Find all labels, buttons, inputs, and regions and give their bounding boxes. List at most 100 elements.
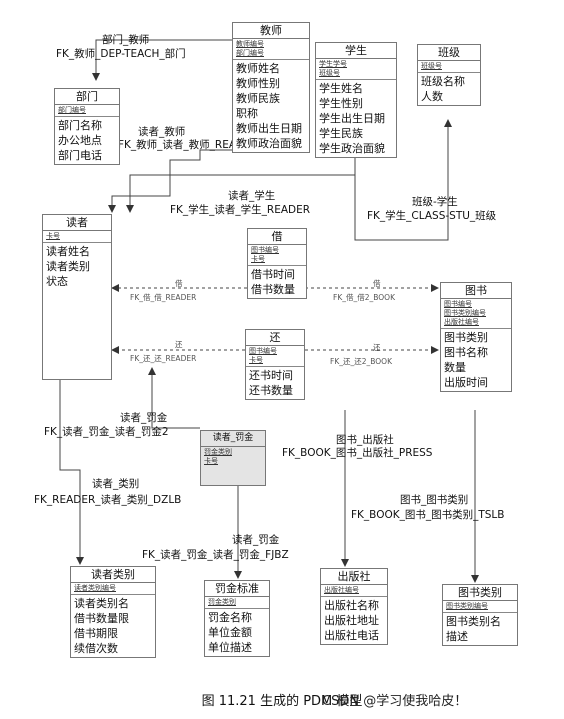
table-xuesheng: 学生 学生学号班级号 学生姓名 学生性别 学生出生日期 学生民族 学生政治面貌	[315, 42, 397, 158]
label-duzhe-jiaoshi-fk: FK_教师_读者_教师_READER	[118, 139, 259, 151]
label-duzhe-leibie-fk: FK_READER_读者_类别_DZLB	[34, 494, 182, 506]
column: 教师民族	[236, 92, 280, 105]
table-title: 图书类别	[443, 585, 517, 601]
key-column: 卡号	[204, 457, 218, 465]
key-column: 罚金类别	[208, 598, 236, 606]
table-title: 班级	[418, 45, 480, 61]
line-bumen-jiaoshi	[92, 39, 232, 81]
table-title: 读者	[43, 215, 111, 231]
column: 单位金额	[208, 626, 252, 639]
table-title: 读者类别	[71, 567, 155, 583]
table-bumen: 部门 部门编号 部门名称 办公地点 部门电话	[54, 88, 120, 165]
label-fajin-duzhe-fk: FK_读者_罚金_读者_罚金2	[44, 426, 169, 438]
label-tushu-leibie-name: 图书_图书类别	[400, 494, 469, 506]
line-duzhe-xuesheng	[126, 150, 356, 213]
table-jiaoshi: 教师 教师编号部门编号 教师姓名 教师性别 教师民族 职称 教师出生日期 教师政…	[232, 22, 310, 153]
label-duzhe-xuesheng-name: 读者_学生	[228, 190, 276, 202]
key-column: 教师编号	[236, 40, 264, 48]
table-duzheleibie: 读者类别 读者类别编号 读者类别名 借书数量限 借书期限 续借次数	[70, 566, 156, 658]
table-huan: 还 图书编号卡号 还书时间 还书数量	[245, 329, 305, 400]
table-title: 还	[246, 330, 304, 346]
column: 出版社地址	[324, 614, 379, 627]
label-fajin-duzhe-name: 读者_罚金	[120, 412, 168, 424]
column: 办公地点	[58, 134, 102, 147]
label-banji-xuesheng-name: 班级-学生	[412, 196, 458, 208]
label-huan-reader-fk: FK_还_还_READER	[130, 354, 197, 363]
column: 教师出生日期	[236, 122, 302, 135]
table-title: 教师	[233, 23, 309, 39]
line-duzhe-leibie	[59, 380, 84, 565]
table-duzhe-fajin: 读者_罚金 罚金类别卡号	[200, 430, 266, 486]
label-fajin-biaozhun-fk: FK_读者_罚金_读者_罚金_FJBZ	[142, 549, 289, 561]
column: 读者类别	[46, 260, 90, 273]
column: 借书期限	[74, 627, 118, 640]
column: 出版社名称	[324, 599, 379, 612]
table-fajinbiaozhun: 罚金标准 罚金类别 罚金名称 单位金额 单位描述	[204, 580, 270, 657]
key-column: 图书编号	[249, 347, 277, 355]
column: 出版时间	[444, 376, 488, 389]
label-jie-book-name: 借	[373, 279, 381, 288]
column: 部门名称	[58, 119, 102, 132]
label-huan-reader-name: 还	[175, 340, 183, 349]
column: 学生民族	[319, 127, 363, 140]
key-column: 图书类别编号	[444, 309, 486, 317]
column: 描述	[446, 630, 468, 643]
column: 借书数量限	[74, 612, 129, 625]
label-bumen-jiaoshi-fk: FK_教师_DEP-TEACH_部门	[56, 48, 186, 60]
column: 部门电话	[58, 149, 102, 162]
label-tushu-chubanshe-name: 图书_出版社	[336, 434, 394, 446]
table-banji: 班级 班级号 班级名称 人数	[417, 44, 481, 106]
column: 读者姓名	[46, 245, 90, 258]
column: 还书时间	[249, 369, 293, 382]
column: 罚金名称	[208, 611, 252, 624]
figure-caption: 图 11.21 生成的 PDM 模型	[201, 694, 363, 709]
key-column: 出版社编号	[324, 586, 359, 594]
column: 教师政治面貌	[236, 137, 302, 150]
column: 学生政治面貌	[319, 142, 385, 155]
column: 学生姓名	[319, 82, 363, 95]
key-column: 班级号	[421, 62, 442, 70]
column: 图书类别	[444, 331, 488, 344]
key-column: 班级号	[319, 69, 340, 77]
column: 学生性别	[319, 97, 363, 110]
table-title: 借	[248, 229, 306, 245]
key-column: 卡号	[249, 356, 263, 364]
column: 借书时间	[251, 268, 295, 281]
label-huan-book-name: 还	[373, 343, 381, 352]
table-title: 图书	[441, 283, 511, 299]
label-jie-reader-fk: FK_借_借_READER	[130, 293, 197, 302]
key-column: 罚金类别	[204, 448, 232, 456]
table-jie: 借 图书编号卡号 借书时间 借书数量	[247, 228, 307, 299]
label-tushu-chubanshe-fk: FK_BOOK_图书_出版社_PRESS	[282, 447, 433, 459]
column: 图书名称	[444, 346, 488, 359]
key-column: 部门编号	[58, 106, 86, 114]
label-tushu-leibie-fk: FK_BOOK_图书_图书类别_TSLB	[351, 509, 505, 521]
table-tushuleibie: 图书类别 图书类别编号 图书类别名 描述	[442, 584, 518, 646]
key-column: 图书编号	[444, 300, 472, 308]
key-column: 读者类别编号	[74, 584, 116, 592]
column: 学生出生日期	[319, 112, 385, 125]
column: 状态	[46, 275, 68, 288]
key-column: 部门编号	[236, 49, 264, 57]
line-duzhe-jiaoshi	[108, 149, 242, 213]
line-banji-xuesheng	[354, 119, 452, 241]
key-column: 卡号	[251, 255, 265, 263]
label-huan-book-fk: FK_还_还2_BOOK	[330, 357, 392, 366]
column: 还书数量	[249, 384, 293, 397]
column: 人数	[421, 90, 443, 103]
key-column: 卡号	[46, 232, 60, 240]
key-column: 学生学号	[319, 60, 347, 68]
column: 续借次数	[74, 642, 118, 655]
column: 班级名称	[421, 75, 465, 88]
column: 教师姓名	[236, 62, 280, 75]
key-column: 出版社编号	[444, 318, 479, 326]
column: 数量	[444, 361, 466, 374]
table-title: 读者_罚金	[201, 431, 265, 447]
watermark: CSDN @学习使我哈皮！	[322, 694, 468, 709]
line-fajin-duzhe	[148, 367, 200, 429]
table-title: 学生	[316, 43, 396, 59]
column: 出版社电话	[324, 629, 379, 642]
label-duzhe-leibie-name: 读者_类别	[92, 478, 140, 490]
